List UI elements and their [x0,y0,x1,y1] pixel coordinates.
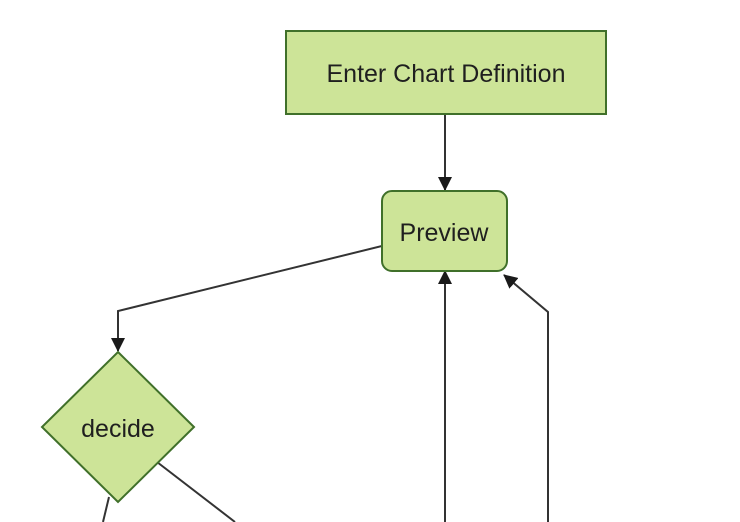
node-preview [381,190,508,272]
node-decide-label: decide [81,415,155,443]
node-decide [40,350,196,504]
node-preview-label: Preview [400,219,490,247]
node-enter-chart-definition-label: Enter Chart Definition [326,60,565,88]
edge-offscreen-bottom-right-to-preview [503,274,549,522]
edge-decide-to-offscreen-bottom-right [156,461,236,522]
edge-preview-to-decide [111,245,383,352]
edge-decide-to-offscreen-bottom-left [102,496,110,522]
node-enter-chart-definition [285,30,607,115]
